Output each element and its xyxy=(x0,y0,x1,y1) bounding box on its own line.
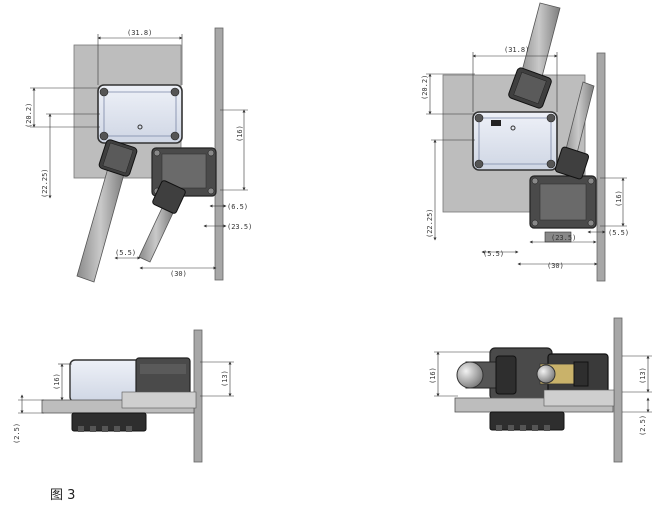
dim-label: (22.25) xyxy=(41,168,49,198)
screw-icons xyxy=(99,87,180,141)
dimension-annotations xyxy=(426,52,627,266)
dim-label: (16) xyxy=(429,367,437,384)
dim-label: (16) xyxy=(53,373,61,390)
enclosure-main xyxy=(472,111,558,171)
view-bottom-right: (16) (13) (2.5) xyxy=(429,317,652,463)
view-bottom-left: (16) (13) (2.5) xyxy=(13,329,234,463)
dim-label: (31.8) xyxy=(127,29,152,37)
dim-label: (16) xyxy=(236,125,244,142)
dim-label: (5.5) xyxy=(483,250,504,258)
cable-1 xyxy=(76,167,125,283)
dim-label: (6.5) xyxy=(227,203,248,211)
cable-end-2 xyxy=(536,361,589,387)
dim-label: (22.25) xyxy=(426,208,434,238)
panel-edge xyxy=(596,52,606,282)
dim-label: (30) xyxy=(547,262,564,270)
enclosure-main xyxy=(97,84,183,144)
dimension-annotations xyxy=(18,361,234,414)
gland-nut-1 xyxy=(98,139,138,177)
dim-label: (20.2) xyxy=(421,75,429,100)
dim-label: (13) xyxy=(639,367,647,384)
gland-nut-1 xyxy=(508,67,552,109)
dim-label: (5.5) xyxy=(115,249,136,257)
panel-edge xyxy=(613,317,623,463)
gland-nut-2 xyxy=(554,146,590,180)
dim-label: (20.2) xyxy=(25,103,33,128)
dimension-annotations xyxy=(434,351,652,413)
dimension-annotations xyxy=(30,34,248,270)
gland-nut-2 xyxy=(152,180,186,214)
figure-caption: 图 3 xyxy=(50,488,76,503)
dim-label: (2.5) xyxy=(13,423,21,444)
view-top-left: (31.8) (20.2) (22.25) (16) (6.5) (23.5) … xyxy=(25,27,252,283)
view-top-right: (31.8) (20.2) (22.25) (16) (5.5) (23.5) … xyxy=(421,2,629,282)
cable-2 xyxy=(138,207,174,263)
dim-label: (5.5) xyxy=(608,229,629,237)
dim-label: (16) xyxy=(615,190,623,207)
dim-label: (30) xyxy=(170,270,187,278)
cable-end-1 xyxy=(456,355,517,395)
dim-label: (23.5) xyxy=(551,234,576,242)
dim-label: (2.5) xyxy=(639,415,647,436)
dim-label: (13) xyxy=(221,370,229,387)
dim-label: (31.8) xyxy=(504,46,529,54)
dim-label: (23.5) xyxy=(227,223,252,231)
